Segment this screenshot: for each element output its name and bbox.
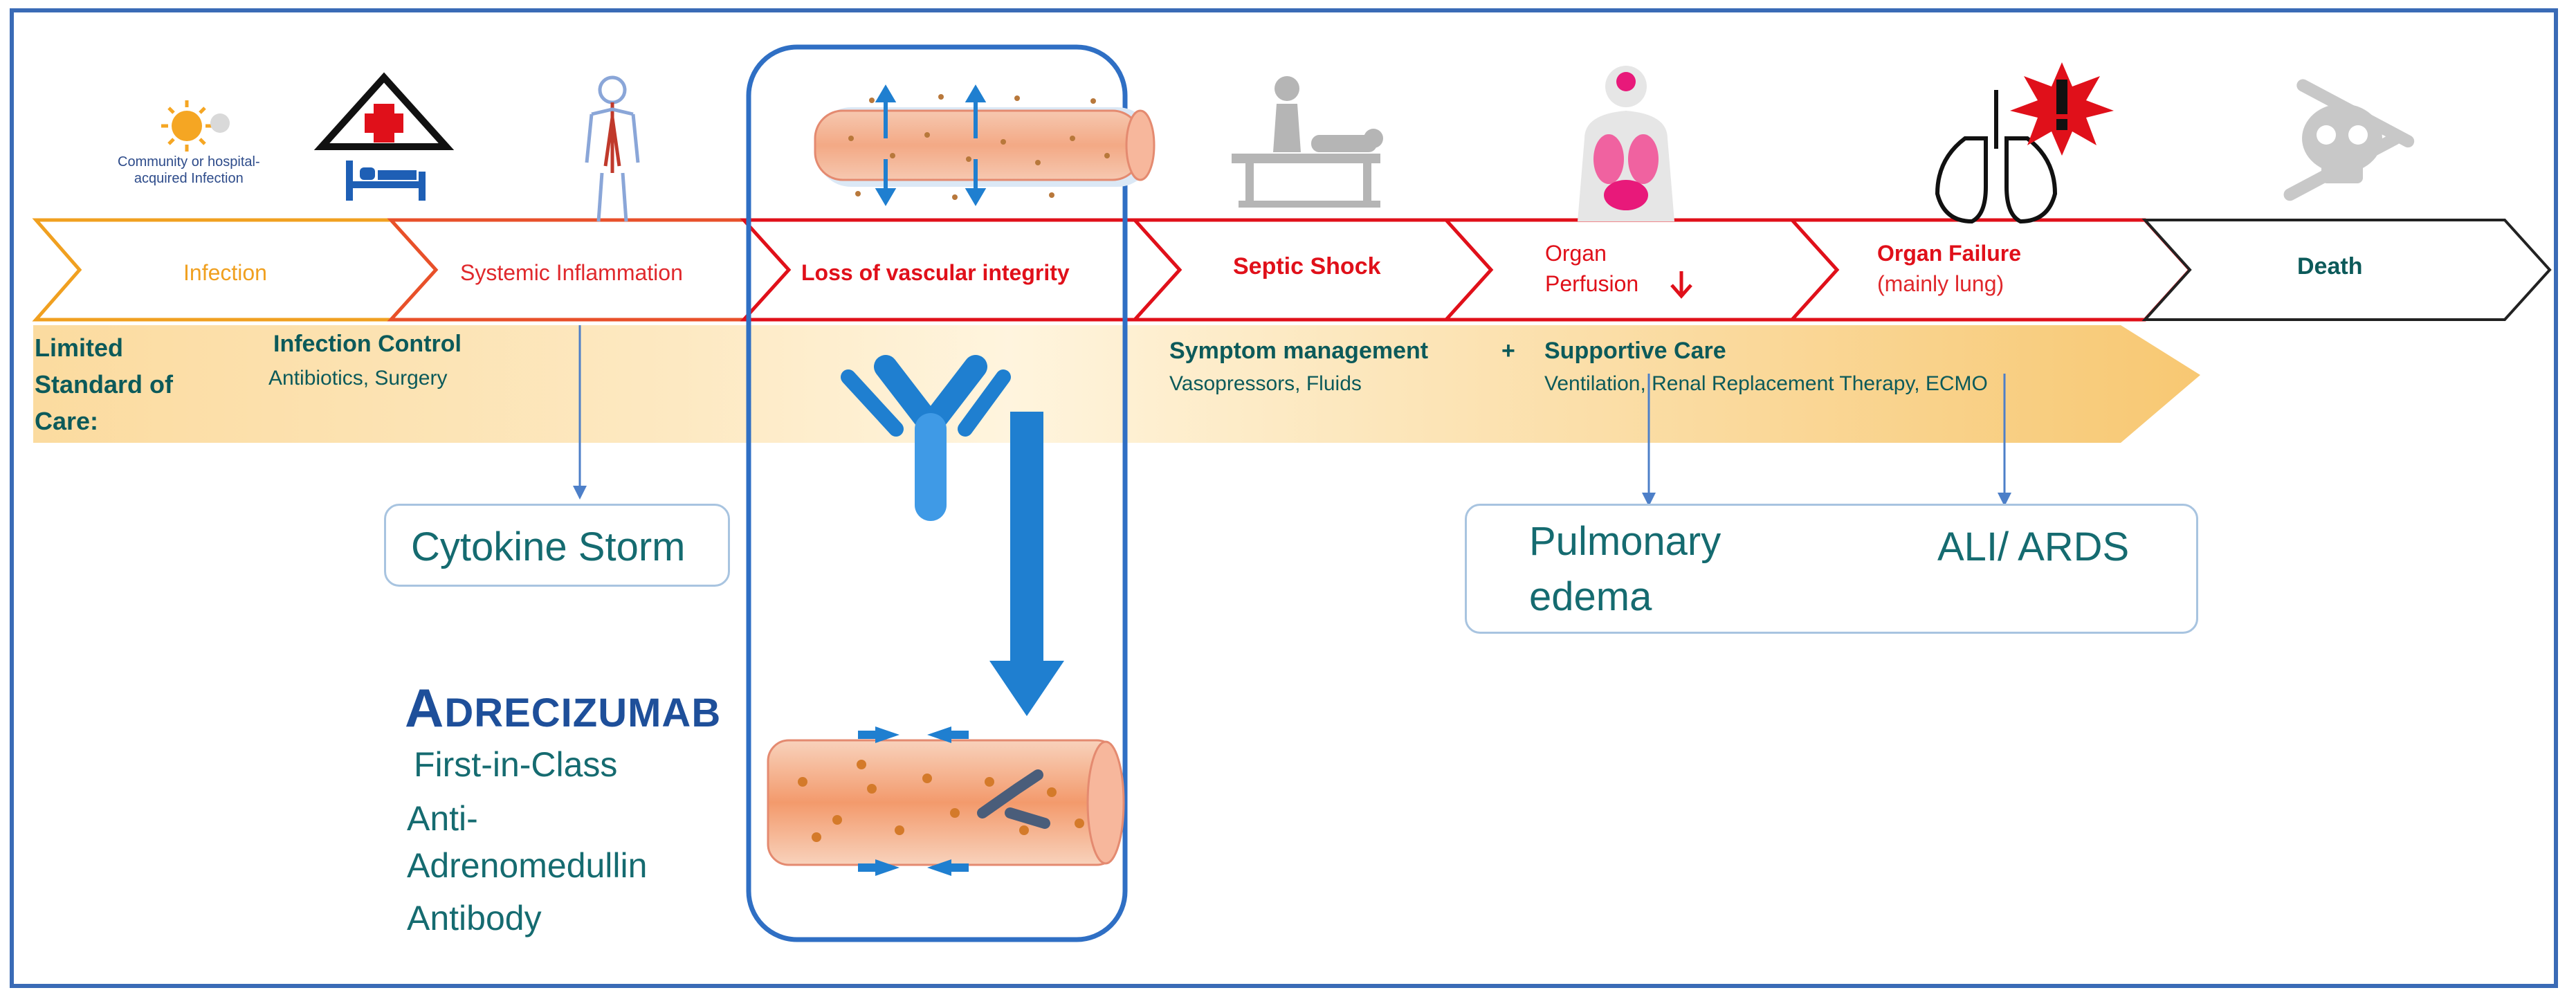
soc-heading-1: Limited [35,333,124,362]
stage-failure: Organ Failure [1877,241,2022,266]
stage-failure-sub: (mainly lung) [1877,271,2004,296]
stage-death: Death [2297,253,2363,280]
hospital-warning-icon [313,72,455,150]
infection-control-items: Antibiotics, Surgery [268,367,448,390]
antibody-icon [841,355,1011,521]
blood-vessel-icon [814,84,1155,206]
infection-caption: Community or hospital- acquired Infectio… [118,154,260,186]
supportive-care: Supportive Care [1544,338,1726,364]
organ-perfusion-icon [1578,66,1674,221]
sealed-vessel-icon [767,726,1125,876]
lung-complications-box: Pulmonary edema ALI/ ARDS [1465,504,2198,634]
standard-of-care-banner [33,325,2200,443]
stage-vascular: Loss of vascular integrity [801,260,1070,285]
soc-heading-2: Standard of [35,370,174,399]
down-arrow-icon [989,412,1064,716]
stage-systemic: Systemic Inflammation [460,260,683,285]
drug-name: ADRECIZUMAB [405,677,722,738]
drug-line-3: Adrenomedullin [407,846,648,885]
cytokine-storm-label: Cytokine Storm [411,524,686,569]
human-body-icon [585,75,640,222]
chevron-failure [1788,218,2193,322]
cytokine-storm-box: Cytokine Storm [384,504,730,587]
soc-heading-3: Care: [35,407,99,435]
infection-control: Infection Control [273,331,462,357]
pulmonary-edema-label-2: edema [1529,574,1652,619]
outer-frame [10,8,2558,988]
stage-shock: Septic Shock [1233,253,1381,280]
bed-icon [346,161,426,201]
ali-ards-label: ALI/ ARDS [1937,524,2130,569]
drug-line-2: Anti- [407,799,478,838]
stage-organ: Organ [1545,241,1607,266]
stage-perfusion: Perfusion [1545,271,1639,296]
soc-plus: + [1501,338,1515,364]
patient-icon [1232,76,1383,208]
stage-infection: Infection [183,260,267,285]
pulmonary-edema-label-1: Pulmonary [1529,519,1721,564]
drug-line-4: Antibody [407,899,542,938]
drug-line-1: First-in-Class [414,745,618,784]
chevron-death [2141,219,2552,321]
symptom-management: Symptom management [1169,338,1429,364]
chevron-perfusion [1442,218,1840,322]
skull-icon [2283,79,2415,201]
supportive-items: Ventilation, Renal Replacement Therapy, … [1544,372,1988,395]
symptom-items: Vasopressors, Fluids [1169,372,1362,395]
decrease-arrow-icon [1670,271,1692,299]
lungs-icon [1935,62,2114,224]
vascular-highlight-box [746,44,1128,942]
sun-icon [161,100,230,152]
